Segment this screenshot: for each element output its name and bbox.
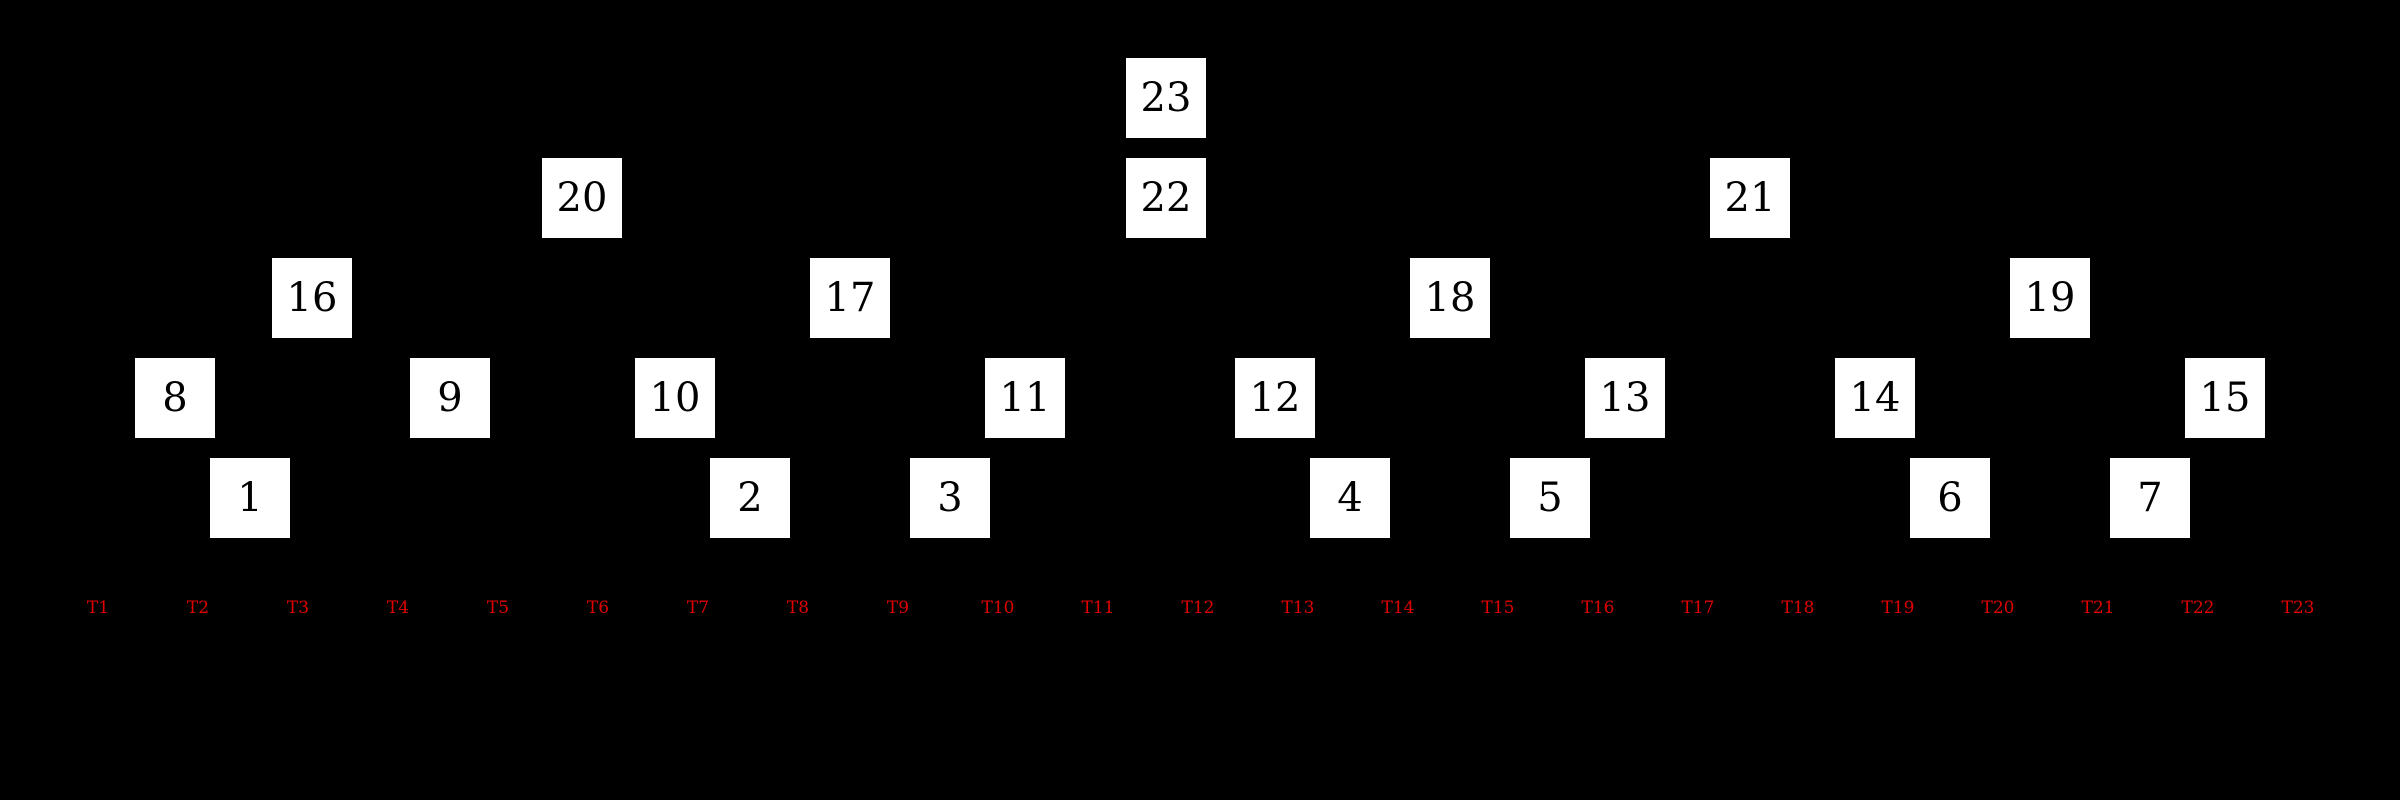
tree-node-label: 2 <box>737 475 763 521</box>
tree-node-label: 7 <box>2137 475 2163 521</box>
axis-tick-t10: T10 <box>981 598 1015 618</box>
axis-tick-t4: T4 <box>386 598 410 618</box>
tree-node-8[interactable]: 8 <box>135 358 215 438</box>
axis-tick-t18: T18 <box>1781 598 1815 618</box>
tree-node-label: 3 <box>937 475 963 521</box>
tree-node-21[interactable]: 21 <box>1710 158 1790 238</box>
axis-tick-t19: T19 <box>1881 598 1915 618</box>
tree-node-label: 20 <box>556 175 608 221</box>
axis-tick-t13: T13 <box>1281 598 1315 618</box>
tree-node-10[interactable]: 10 <box>635 358 715 438</box>
tree-node-label: 17 <box>824 275 876 321</box>
tree-node-label: 19 <box>2024 275 2076 321</box>
tree-node-label: 15 <box>2199 375 2251 421</box>
axis-tick-t9: T9 <box>886 598 910 618</box>
tree-node-label: 9 <box>437 375 463 421</box>
axis-tick-t3: T3 <box>286 598 310 618</box>
tree-node-label: 10 <box>649 375 701 421</box>
axis-tick-t5: T5 <box>486 598 510 618</box>
tree-node-label: 21 <box>1724 175 1776 221</box>
tree-node-16[interactable]: 16 <box>272 258 352 338</box>
axis-tick-t20: T20 <box>1981 598 2015 618</box>
tree-node-4[interactable]: 4 <box>1310 458 1390 538</box>
tree-node-label: 13 <box>1599 375 1651 421</box>
tree-node-18[interactable]: 18 <box>1410 258 1490 338</box>
tree-node-23[interactable]: 23 <box>1126 58 1206 138</box>
tree-node-2[interactable]: 2 <box>710 458 790 538</box>
tree-node-label: 16 <box>286 275 338 321</box>
axis-tick-t6: T6 <box>586 598 610 618</box>
tree-node-6[interactable]: 6 <box>1910 458 1990 538</box>
tree-node-label: 23 <box>1140 75 1192 121</box>
tree-node-label: 5 <box>1537 475 1563 521</box>
tree-node-7[interactable]: 7 <box>2110 458 2190 538</box>
tree-node-label: 22 <box>1140 175 1192 221</box>
tree-node-1[interactable]: 1 <box>210 458 290 538</box>
tree-node-label: 18 <box>1424 275 1476 321</box>
axis-tick-t8: T8 <box>786 598 810 618</box>
tree-node-label: 14 <box>1849 375 1901 421</box>
axis-tick-t22: T22 <box>2181 598 2215 618</box>
axis-tick-t7: T7 <box>686 598 710 618</box>
tree-node-9[interactable]: 9 <box>410 358 490 438</box>
tree-node-12[interactable]: 12 <box>1235 358 1315 438</box>
tree-node-13[interactable]: 13 <box>1585 358 1665 438</box>
tree-node-label: 11 <box>999 375 1051 421</box>
axis-tick-t17: T17 <box>1681 598 1715 618</box>
tree-node-label: 6 <box>1937 475 1963 521</box>
tree-node-label: 8 <box>162 375 188 421</box>
tree-node-label: 1 <box>237 475 263 521</box>
tree-node-17[interactable]: 17 <box>810 258 890 338</box>
axis-tick-t2: T2 <box>186 598 210 618</box>
tree-node-11[interactable]: 11 <box>985 358 1065 438</box>
axis-tick-t14: T14 <box>1381 598 1415 618</box>
axis-tick-t11: T11 <box>1081 598 1115 618</box>
tree-node-22[interactable]: 22 <box>1126 158 1206 238</box>
tree-node-14[interactable]: 14 <box>1835 358 1915 438</box>
tree-node-label: 4 <box>1337 475 1363 521</box>
axis-tick-t23: T23 <box>2281 598 2315 618</box>
tree-node-20[interactable]: 20 <box>542 158 622 238</box>
axis-tick-t16: T16 <box>1581 598 1615 618</box>
axis-tick-t15: T15 <box>1481 598 1515 618</box>
tree-node-3[interactable]: 3 <box>910 458 990 538</box>
tree-node-19[interactable]: 19 <box>2010 258 2090 338</box>
tree-node-15[interactable]: 15 <box>2185 358 2265 438</box>
axis-tick-t1: T1 <box>86 598 110 618</box>
tree-node-label: 12 <box>1249 375 1301 421</box>
axis-tick-t21: T21 <box>2081 598 2115 618</box>
tree-node-5[interactable]: 5 <box>1510 458 1590 538</box>
axis-tick-t12: T12 <box>1181 598 1215 618</box>
